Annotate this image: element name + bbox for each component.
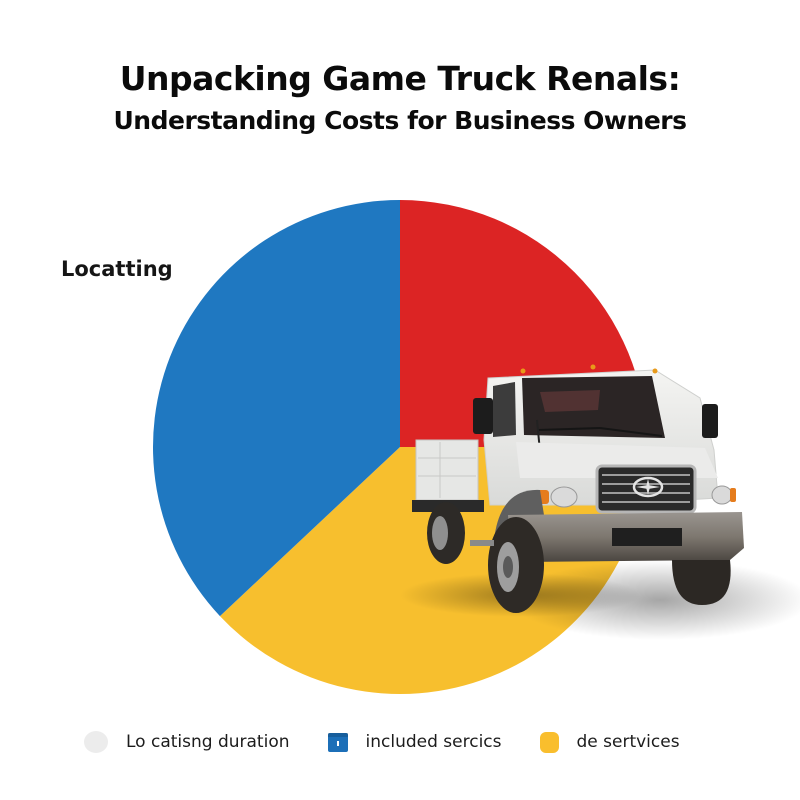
- pie-slice-0: [400, 200, 647, 447]
- chart-legend: Lo catisng duration included sercics de …: [84, 727, 718, 757]
- legend-item-de-services: de sertvices: [539, 731, 680, 753]
- pie-callout-label: Locatting: [61, 257, 173, 281]
- blob-icon: [84, 731, 108, 753]
- legend-item-location-duration: Lo catisng duration: [84, 731, 290, 753]
- legend-label: de sertvices: [576, 732, 680, 752]
- legend-item-included-services: included sercics: [327, 732, 502, 752]
- title-line-2: Understanding Costs for Business Owners: [113, 106, 688, 135]
- rounded-square-icon: [539, 731, 559, 753]
- legend-label: Lo catisng duration: [126, 732, 290, 752]
- legend-label: included sercics: [365, 732, 502, 752]
- calendar-icon: [327, 732, 348, 752]
- chart-title: Unpacking Game Truck Renals: Understandi…: [0, 58, 800, 140]
- title-line-1: Unpacking Game Truck Renals:: [119, 59, 681, 98]
- pie-slice-2: [153, 200, 400, 617]
